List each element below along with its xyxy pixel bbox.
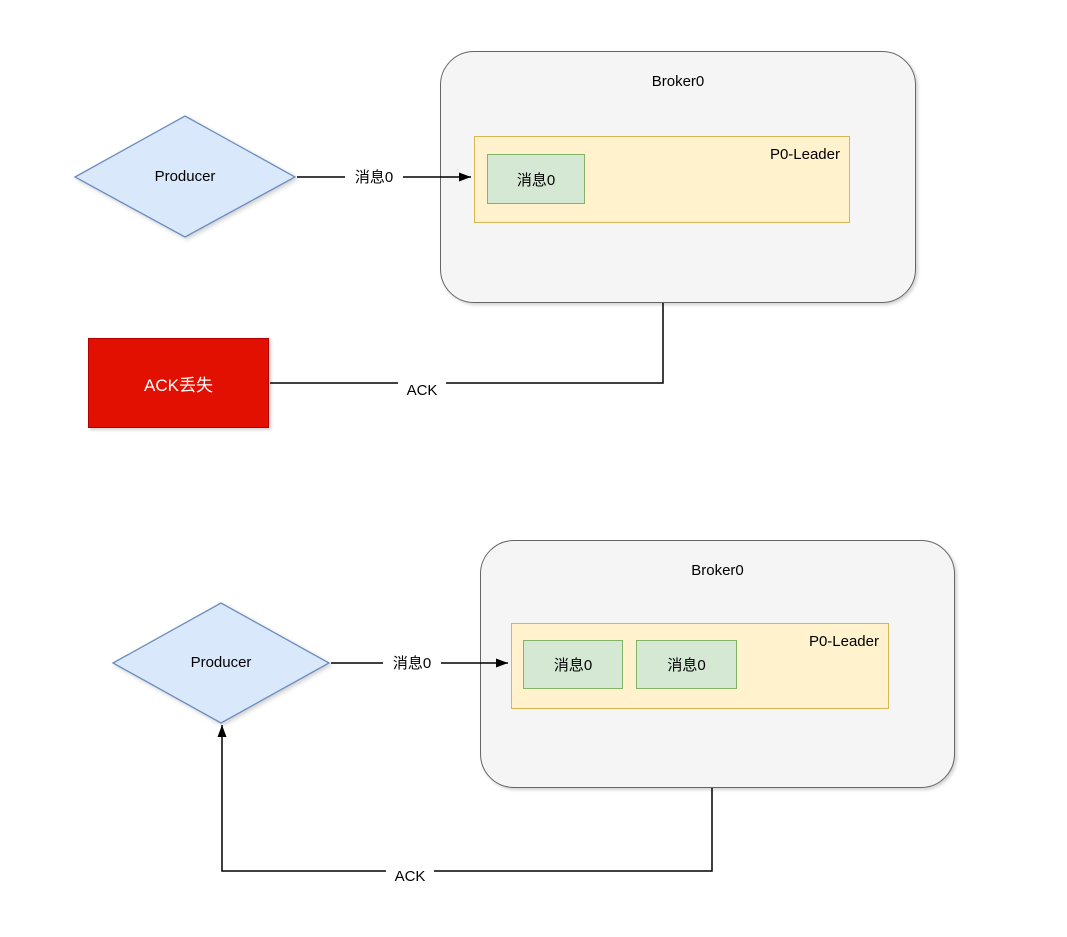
ack-label-1: ACK <box>398 382 446 400</box>
ack-lost-label: ACK丢失 <box>144 375 213 395</box>
producer-label-1: Producer <box>154 168 216 185</box>
partition-label-2: P0-Leader <box>808 633 879 650</box>
broker-box-2: Broker0 P0-Leader 消息0 消息0 <box>480 540 955 788</box>
message-flow-label-2: 消息0 <box>383 655 441 673</box>
partition-box-2: P0-Leader 消息0 消息0 <box>511 623 889 709</box>
producer-label-2: Producer <box>190 654 252 671</box>
broker-label-2: Broker0 <box>691 562 744 579</box>
message-box: 消息0 <box>636 640 737 689</box>
message-label: 消息0 <box>667 657 706 674</box>
message-box: 消息0 <box>523 640 623 689</box>
broker-box-1: Broker0 P0-Leader 消息0 <box>440 51 916 303</box>
message-flow-label-1: 消息0 <box>345 169 403 187</box>
broker-label-1: Broker0 <box>651 73 705 90</box>
partition-label-1: P0-Leader <box>769 146 840 163</box>
ack-line-1 <box>270 303 664 384</box>
partition-box-1: P0-Leader 消息0 <box>474 136 850 223</box>
ack-label-2: ACK <box>386 868 434 886</box>
ack-lost-box: ACK丢失 <box>88 338 269 428</box>
message-label: 消息0 <box>553 657 593 674</box>
message-label: 消息0 <box>516 171 556 189</box>
message-box: 消息0 <box>487 154 585 204</box>
